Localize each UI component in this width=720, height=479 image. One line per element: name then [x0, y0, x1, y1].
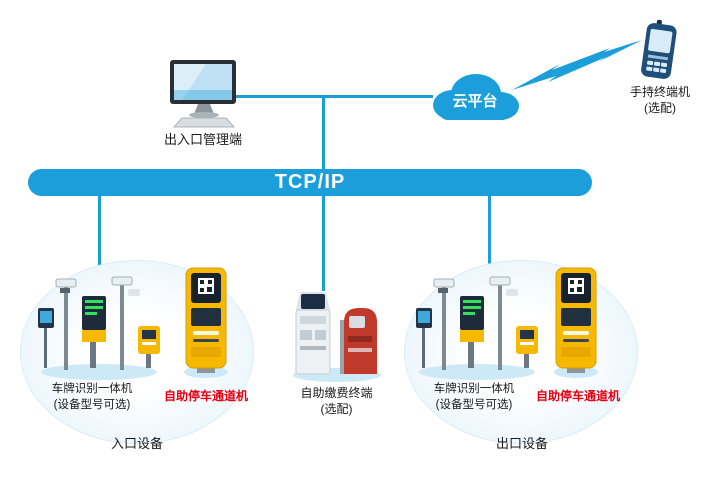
exit-group-label: 出口设备 — [495, 436, 548, 451]
exit-kiosk — [553, 266, 599, 380]
entry-lpr-label-line2: (设备型号可选) — [53, 399, 131, 411]
monitor-icon — [170, 60, 236, 128]
exit-lpr-label: 车牌识别一体机 (设备型号可选) — [404, 381, 544, 413]
management-pc-illustration — [162, 60, 246, 130]
tcpip-bus: TCP/IP — [28, 169, 592, 196]
management-terminal-label: 出入口管理端 — [163, 132, 242, 147]
cloud-platform: 云平台 — [426, 68, 524, 124]
connector-bus-to-entry — [98, 195, 101, 283]
lpr-devices-icon — [416, 276, 538, 380]
connector-monitor-cloud — [228, 95, 433, 98]
exit-kiosk-label: 自助停车通道机 — [535, 389, 620, 403]
payment-terminals — [290, 288, 385, 382]
lpr-devices-icon — [38, 276, 160, 380]
parking-kiosk-icon — [184, 267, 228, 378]
entry-lpr-label: 车牌识别一体机 (设备型号可选) — [22, 381, 162, 413]
lightning-icon — [512, 40, 642, 90]
payment-terminal-icon — [293, 292, 381, 382]
entry-kiosk — [183, 266, 229, 380]
handheld-label: 手持终端机 (选配) — [618, 84, 702, 116]
payment-label: 自助缴费终端 (选配) — [284, 385, 389, 417]
tcpip-label: TCP/IP — [274, 171, 346, 193]
handheld-label-line2: (选配) — [644, 101, 676, 115]
handheld-device-illustration — [633, 17, 685, 83]
connector-bus-to-payment — [322, 195, 325, 291]
entry-group-label: 入口设备 — [110, 436, 163, 451]
parking-kiosk-icon — [554, 267, 598, 378]
payment-label-line2: (选配) — [320, 402, 353, 416]
wireless-link — [512, 40, 644, 92]
exit-lpr-label-line1: 车牌识别一体机 — [433, 383, 515, 395]
connector-top-to-bus — [322, 95, 325, 171]
handheld-icon — [641, 19, 677, 79]
entry-lpr-label-line1: 车牌识别一体机 — [51, 383, 133, 395]
exit-lpr-label-line2: (设备型号可选) — [435, 399, 513, 411]
payment-label-line1: 自助缴费终端 — [300, 386, 373, 400]
entry-kiosk-label: 自助停车通道机 — [163, 389, 248, 403]
handheld-label-line1: 手持终端机 — [629, 85, 690, 99]
connector-bus-to-exit — [488, 195, 491, 283]
exit-lpr-cluster — [414, 274, 544, 380]
entry-lpr-cluster — [36, 274, 166, 380]
cloud-label: 云平台 — [452, 93, 498, 110]
cloud-icon — [433, 74, 519, 120]
